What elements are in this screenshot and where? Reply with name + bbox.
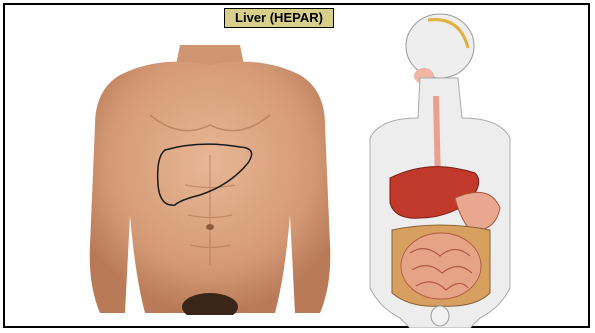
digestive-system-diagram — [350, 8, 520, 328]
small-intestine — [401, 233, 481, 299]
head-outline — [406, 14, 474, 78]
pelvic-outline — [431, 306, 449, 326]
human-torso-photo — [80, 45, 340, 315]
page-title: Liver (HEPAR) — [224, 8, 334, 28]
navel — [206, 224, 214, 230]
